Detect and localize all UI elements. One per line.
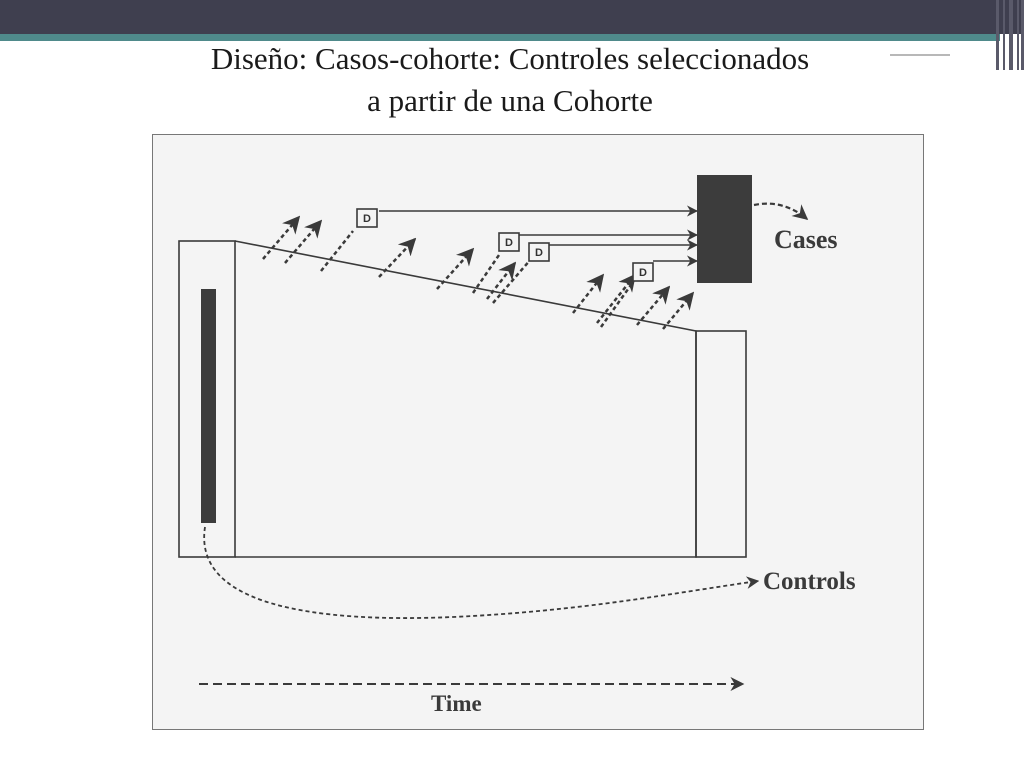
decorative-stripe xyxy=(1017,0,1019,70)
svg-text:D: D xyxy=(639,267,647,279)
disease-marker: D xyxy=(528,242,550,262)
exit-arrow xyxy=(486,261,517,300)
title-accent-line xyxy=(890,54,950,56)
controls-label: Controls xyxy=(763,568,856,595)
header-bar xyxy=(0,0,1024,34)
svg-text:D: D xyxy=(363,213,371,225)
disease-lead-arrows xyxy=(320,230,633,328)
decorative-stripe xyxy=(1003,0,1005,70)
controls-curve-arrow xyxy=(203,526,760,619)
svg-text:D: D xyxy=(535,247,543,259)
cases-label: Cases xyxy=(774,225,838,254)
exit-arrow xyxy=(436,247,475,290)
exit-arrow xyxy=(572,273,605,314)
decorative-stripe xyxy=(996,0,999,70)
disease-marker: D xyxy=(356,208,378,228)
disease-marker: D xyxy=(632,262,654,282)
exit-arrows xyxy=(262,215,695,330)
case-arrows xyxy=(379,205,699,267)
cohort-end-box xyxy=(695,330,747,558)
slide-title: Diseño: Casos-cohorte: Controles selecci… xyxy=(90,38,930,122)
case-cohort-diagram: D D D D Cases Controls Time xyxy=(152,134,924,730)
exit-arrow xyxy=(378,237,417,278)
decorative-stripe xyxy=(1009,0,1013,70)
exit-arrow xyxy=(636,285,671,326)
exit-arrow xyxy=(662,291,695,330)
decorative-stripe xyxy=(1021,0,1024,70)
cases-block xyxy=(697,175,752,283)
title-line-1: Diseño: Casos-cohorte: Controles selecci… xyxy=(210,41,810,76)
subcohort-bar xyxy=(201,289,216,523)
title-line-2: a partir de una Cohorte xyxy=(367,83,653,118)
exit-arrow xyxy=(596,273,637,324)
time-label: Time xyxy=(431,691,482,716)
cases-curve-arrow xyxy=(753,202,809,220)
accent-bar xyxy=(0,34,1000,41)
diagram-canvas: D D D D Cases Controls Time xyxy=(178,175,856,716)
exit-arrow xyxy=(284,219,323,264)
exit-arrow xyxy=(262,215,301,260)
disease-marker: D xyxy=(498,232,520,252)
svg-text:D: D xyxy=(505,237,513,249)
cohort-body xyxy=(234,240,697,558)
